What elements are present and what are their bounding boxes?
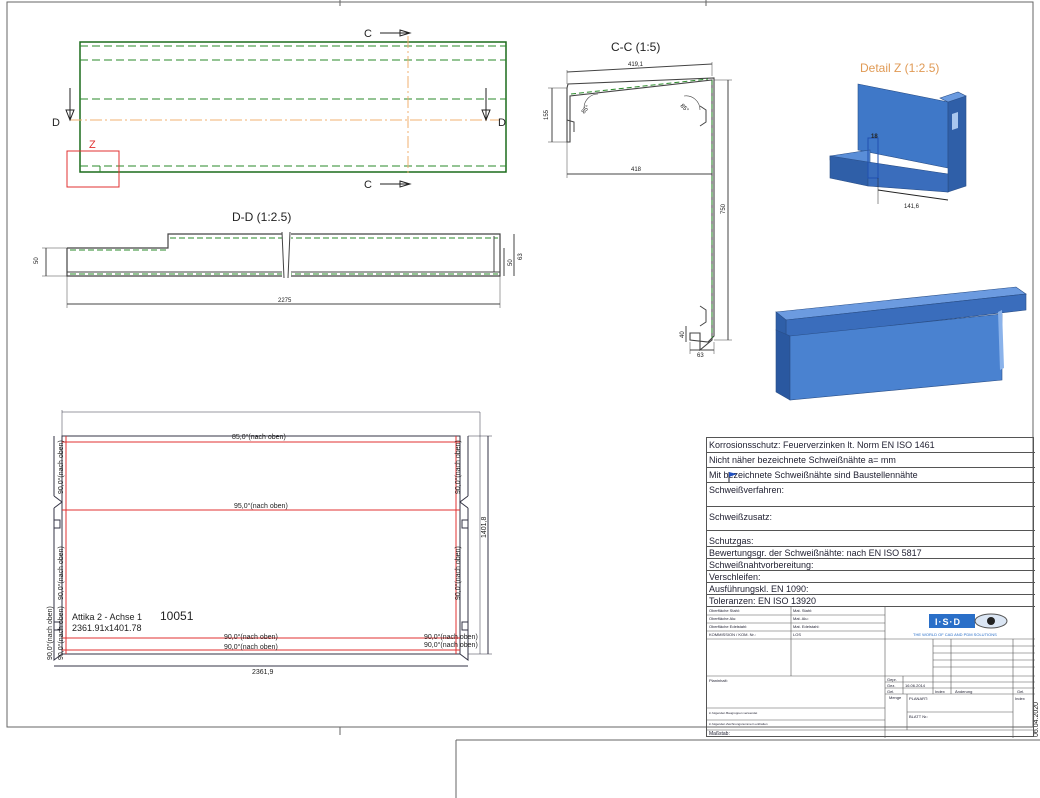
tb-gez-date: 16.06.2014 bbox=[905, 683, 926, 688]
tb-kommission: KOMMISSION / KOM. Nr.: bbox=[709, 632, 756, 637]
tb-gepr: Gepr. bbox=[887, 677, 897, 682]
flat-bend-90b: 90,0°(nach oben) bbox=[224, 643, 278, 651]
detail-z-label: Z bbox=[89, 139, 96, 151]
section-cc-view bbox=[548, 62, 732, 354]
dd-dim-right2: 63 bbox=[518, 253, 524, 260]
tb-ob-edel: Oberfläche Edelstahl: bbox=[709, 624, 748, 629]
cc-dim-width: 419,1 bbox=[628, 62, 644, 68]
tb-row-5: Schutzgas: bbox=[707, 531, 1035, 547]
section-cc-title: C-C (1:5) bbox=[611, 40, 660, 54]
cc-dim-foot: 63 bbox=[697, 353, 704, 359]
flat-dim-width: 2361,9 bbox=[252, 669, 274, 676]
tb-row-9: Ausführungskl. EN 1090: bbox=[707, 583, 1035, 595]
tb-row-8: Verschleifen: bbox=[707, 571, 1035, 583]
cc-dim-inner: 418 bbox=[631, 167, 642, 173]
flat-dim-height: 1401,8 bbox=[481, 516, 488, 538]
z-dim-141: 141,6 bbox=[904, 204, 920, 210]
flat-side-right3: 90,0°(nach oben) bbox=[424, 633, 478, 641]
cc-dim-angle2: 85° bbox=[679, 103, 690, 114]
section-dd-title: D-D (1:2.5) bbox=[232, 210, 291, 224]
tb-note1: in folgenden Baugruppen verwendet bbox=[709, 711, 758, 715]
tb-row-2: Mit bezeichnete Schweißnähte sind Bauste… bbox=[707, 468, 1035, 483]
flat-side-left2: 90,0°(nach oben) bbox=[57, 546, 65, 600]
tb-gel: Gel. bbox=[887, 689, 895, 694]
tb-row-1: Nicht näher bezeichnete Schweißnähte a= … bbox=[707, 453, 1035, 468]
tb-aenderung: Änderung bbox=[955, 689, 973, 694]
logo-text: I·S·D bbox=[935, 617, 961, 627]
tb-row-3: Schweißverfahren: bbox=[707, 483, 1035, 507]
tb-planart: PLANART: bbox=[909, 696, 929, 701]
tb-row-6: Bewertungsgr. der Schweißnähte: nach EN … bbox=[707, 547, 1035, 559]
flat-side-right4: 90,0°(nach oben) bbox=[424, 641, 478, 649]
cc-dim-depth: 750 bbox=[721, 203, 727, 214]
z-dim-18: 18 bbox=[871, 134, 878, 140]
section-d-left-label: D bbox=[52, 117, 60, 129]
flat-side-left3: 90,0°(nach oben) bbox=[46, 606, 54, 660]
part-size: 2361.91x1401.78 bbox=[72, 623, 142, 633]
detail-z-3d-view bbox=[829, 83, 967, 204]
tb-row-4: Schweißzusatz: bbox=[707, 507, 1035, 531]
cc-dim-bottom: 40 bbox=[680, 331, 686, 338]
tb-index: Index bbox=[935, 689, 945, 694]
tb-mat-alu: Mat. Alu: bbox=[793, 616, 809, 621]
tb-ob-stahl: Oberfläche Stahl: bbox=[709, 608, 740, 613]
top-view bbox=[65, 29, 507, 188]
flat-side-right2: 90,0°(nach oben) bbox=[454, 546, 462, 600]
flat-side-left1: 90,0°(nach oben) bbox=[57, 440, 65, 494]
tb-grid bbox=[707, 472, 1035, 738]
dd-dim-right1: 50 bbox=[508, 259, 514, 266]
section-dd-view bbox=[42, 231, 515, 308]
tb-massstab: Maßstab: bbox=[709, 731, 730, 737]
tb-note2: in folgenden Zeichnungsnummern enthalten bbox=[709, 722, 768, 726]
dd-dim-left: 50 bbox=[34, 257, 40, 264]
cc-dim-height: 155 bbox=[544, 109, 550, 120]
tb-index2: Index bbox=[1015, 696, 1025, 701]
flat-side-left4: 90,0°(nach oben) bbox=[57, 606, 65, 660]
tb-menge: Menge bbox=[889, 695, 902, 700]
tb-mat-edel: Mat. Edelstahl: bbox=[793, 624, 820, 629]
flat-bend-95: 95,0°(nach oben) bbox=[234, 502, 288, 510]
flat-pattern-view bbox=[53, 410, 492, 667]
weld-flag-icon bbox=[728, 472, 737, 482]
flat-bend-85: 85,0°(nach oben) bbox=[232, 433, 286, 441]
title-block: Korrosionsschutz: Feuerverzinken lt. Nor… bbox=[706, 437, 1035, 738]
flat-side-right1: 90,0°(nach oben) bbox=[454, 440, 462, 494]
tb-gez: Gez. bbox=[887, 683, 896, 688]
dd-dim-total: 2275 bbox=[278, 298, 292, 304]
tb-row-0: Korrosionsschutz: Feuerverzinken lt. Nor… bbox=[707, 438, 1035, 453]
section-c-bottom-label: C bbox=[364, 179, 372, 191]
cc-dim-angle1: 85° bbox=[581, 104, 592, 115]
tb-row-10: Toleranzen: EN ISO 13920 bbox=[707, 595, 1035, 607]
tb-planinhalt: Planinhalt: bbox=[709, 678, 728, 683]
tb-row-7: Schweißnahtvorbereitung: bbox=[707, 559, 1035, 571]
detail-z-marker bbox=[66, 150, 120, 188]
tb-ob-alu: Oberfläche Alu: bbox=[709, 616, 737, 621]
tb-mat-stahl: Mat. Stahl: bbox=[793, 608, 813, 613]
isometric-3d-view bbox=[775, 286, 1027, 401]
section-c-top-label: C bbox=[364, 28, 372, 40]
part-number: 10051 bbox=[160, 609, 194, 623]
tb-los: LOS bbox=[793, 632, 802, 637]
logo-subtitle: THE WORLD OF CAD AND PDM SOLUTIONS bbox=[913, 632, 997, 637]
isd-logo bbox=[929, 614, 975, 628]
section-d-right-label: D bbox=[498, 117, 506, 129]
part-name: Attika 2 - Achse 1 bbox=[72, 612, 142, 622]
sheet-border bbox=[6, 1, 1034, 728]
print-date: 06.04.2020 bbox=[1033, 702, 1040, 737]
detail-z-title: Detail Z (1:2.5) bbox=[860, 61, 939, 75]
tb-gel2: Gel. bbox=[1017, 689, 1025, 694]
flat-bend-90a: 90,0°(nach oben) bbox=[224, 633, 278, 641]
tb-blatt: BLATT Nr.: bbox=[909, 714, 929, 719]
